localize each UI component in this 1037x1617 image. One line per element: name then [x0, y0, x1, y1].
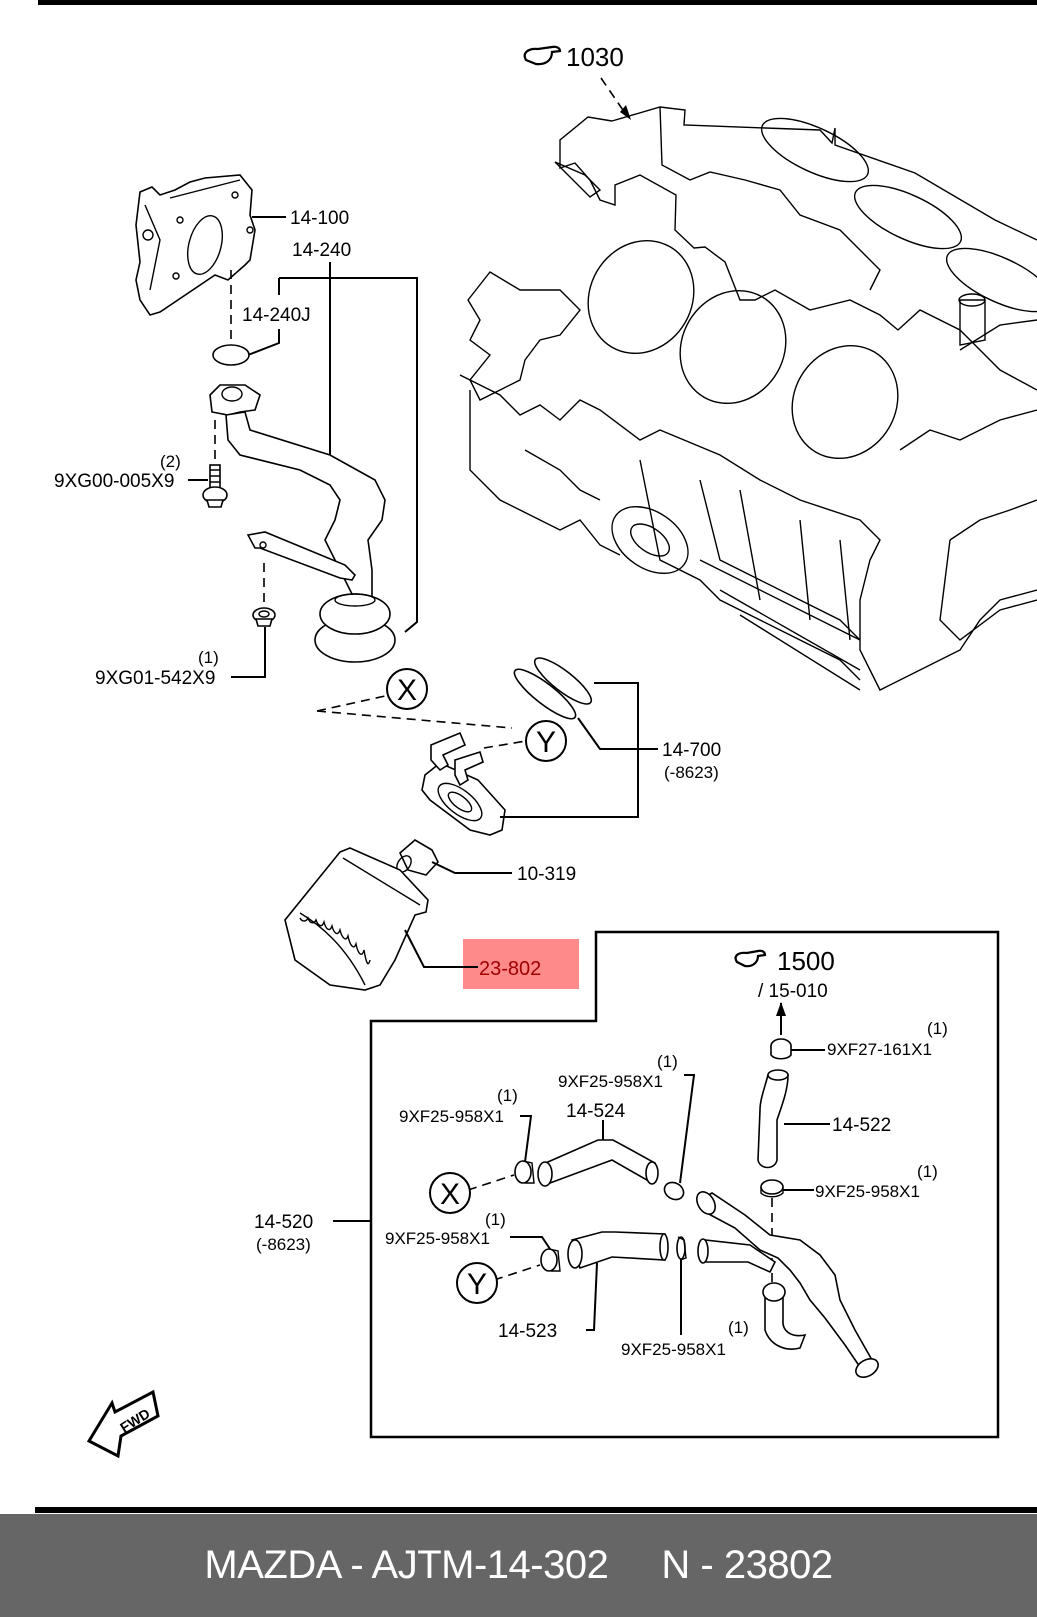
label-14-524[interactable]: 14-524	[566, 1101, 626, 1122]
label-14-520[interactable]: 14-520	[254, 1212, 313, 1233]
svg-text:X: X	[440, 1178, 460, 1211]
leader-9XF25-958X1-c	[510, 1236, 551, 1250]
pointing-hand-icon	[734, 949, 767, 968]
oil-strainer-drawing	[209, 384, 396, 663]
leader-9XF25-958X1-a	[520, 1115, 533, 1163]
qty-9XF25-958X1-a: (1)	[497, 1086, 518, 1105]
leader-14-240J	[247, 329, 280, 356]
clamp-top-drawing	[770, 1038, 792, 1060]
note-14-520: (-8623)	[256, 1235, 311, 1254]
leader-9XG01-542X9	[231, 627, 266, 678]
nut-drawing	[252, 563, 276, 627]
engine-block-drawing	[459, 106, 1037, 691]
qty-9XF27-161X1: (1)	[927, 1019, 948, 1038]
leader-23-802	[404, 929, 478, 968]
gasket-ring	[212, 344, 250, 366]
clamp-right-drawing	[760, 1179, 784, 1198]
y-lower-dash	[493, 1264, 541, 1281]
arrowhead-icon	[776, 1002, 786, 1016]
hose-14-524-drawing	[537, 1139, 659, 1187]
clamp-a-drawing	[514, 1160, 535, 1184]
top-border	[38, 0, 1037, 5]
label-14-522[interactable]: 14-522	[832, 1115, 891, 1136]
svg-text:Y: Y	[536, 726, 556, 759]
inset-box	[369, 930, 1000, 1439]
label-9XG01-542X9[interactable]: 9XG01-542X9	[95, 668, 215, 689]
forward-arrow-icon	[86, 1389, 160, 1459]
label-14-100[interactable]: 14-100	[290, 208, 349, 229]
note-14-700: (-8623)	[664, 763, 719, 782]
y-dash	[483, 740, 527, 749]
connector-x-lower[interactable]: X	[429, 1172, 471, 1214]
x-lower-dash	[467, 1174, 515, 1191]
label-9XF27-161X1[interactable]: 9XF27-161X1	[827, 1040, 932, 1059]
clamp-b-drawing	[663, 1181, 685, 1201]
qty-9XF25-958X1-b: (1)	[657, 1052, 678, 1071]
leader-9XF25-958X1-b	[679, 1074, 696, 1184]
label-14-240[interactable]: 14-240	[292, 240, 351, 261]
label-23-802[interactable]: 23-802	[479, 958, 541, 980]
label-9XF25-958X1-b[interactable]: 9XF25-958X1	[558, 1072, 663, 1091]
pipe-assembly-14-520-drawing	[696, 1191, 879, 1378]
connector-x-upper[interactable]: X	[386, 668, 428, 710]
arrowhead-icon	[620, 105, 631, 120]
connector-y-lower[interactable]: Y	[456, 1262, 498, 1304]
qty-9XF25-958X1-d: (1)	[728, 1318, 749, 1337]
label-9XF25-958X1-a[interactable]: 9XF25-958X1	[399, 1107, 504, 1126]
highlight-box	[463, 939, 579, 989]
ref-1500[interactable]: 1500	[734, 946, 835, 976]
svg-text:X: X	[397, 674, 417, 707]
qty-9XF25-958X1-e: (1)	[917, 1162, 938, 1181]
label-9XF25-958X1-d[interactable]: 9XF25-958X1	[621, 1340, 726, 1359]
label-9XF25-958X1-c[interactable]: 9XF25-958X1	[385, 1229, 490, 1248]
leader-14-700	[577, 717, 658, 750]
x-dash-2	[316, 710, 513, 729]
label-9XG00-005X9[interactable]: 9XG00-005X9	[54, 471, 174, 492]
parts-diagram: 1030 14-100 14-240 14-240J	[35, 0, 1037, 1513]
qty-9XG00-005X9: (2)	[160, 452, 181, 471]
leader-10-319	[431, 861, 512, 874]
union-bolt-drawing	[396, 839, 439, 876]
label-10-319[interactable]: 10-319	[517, 864, 576, 885]
svg-text:1500: 1500	[777, 946, 835, 976]
connector-y-upper[interactable]: Y	[525, 720, 567, 762]
leader-14-523	[586, 1262, 598, 1331]
pointing-hand-icon	[523, 45, 562, 66]
footer-bar: MAZDA - AJTM-14-302 N - 23802	[0, 1514, 1037, 1617]
svg-text:1030: 1030	[566, 42, 624, 72]
footer-part-number: MAZDA - AJTM-14-302 N - 23802	[204, 1543, 833, 1587]
ref-1030[interactable]: 1030	[523, 42, 624, 72]
clamp-c-drawing	[540, 1248, 561, 1272]
oil-filter-drawing	[284, 847, 429, 991]
bottom-border	[35, 1507, 1037, 1513]
hose-14-523-drawing	[567, 1231, 669, 1270]
bracket-14-240	[279, 277, 418, 633]
label-14-240J[interactable]: 14-240J	[242, 305, 311, 326]
clamp-d-drawing	[676, 1236, 687, 1261]
x-dash-1	[316, 695, 386, 712]
oil-pump-cover-drawing	[135, 174, 256, 316]
label-9XF25-958X1-e[interactable]: 9XF25-958X1	[815, 1182, 920, 1201]
fwd-arrow: FWD	[86, 1389, 160, 1459]
ref-15-010[interactable]: / 15-010	[758, 981, 828, 1002]
hose-14-522-drawing	[757, 1069, 789, 1169]
oil-cooler-drawing	[421, 657, 593, 836]
label-14-700[interactable]: 14-700	[662, 740, 721, 761]
label-14-523[interactable]: 14-523	[498, 1321, 557, 1342]
svg-text:Y: Y	[467, 1268, 487, 1301]
qty-9XF25-958X1-c: (1)	[485, 1210, 506, 1229]
bolt-drawing	[202, 420, 228, 508]
qty-9XG01-542X9: (1)	[198, 648, 219, 667]
